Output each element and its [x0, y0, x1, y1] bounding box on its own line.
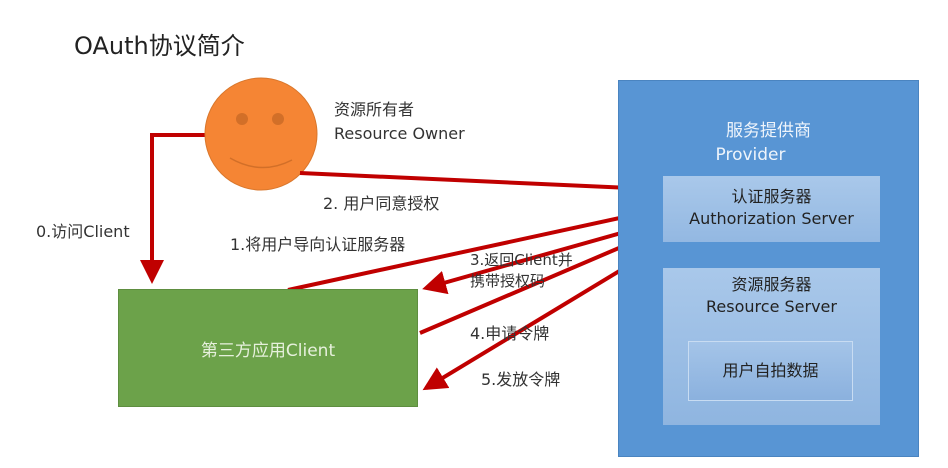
resource-owner-label: 资源所有者 Resource Owner — [334, 98, 465, 146]
step-4-label: 4.申请令牌 — [470, 324, 550, 343]
user-data-box: 用户自拍数据 — [688, 341, 853, 401]
resource-server-box: 资源服务器 Resource Server 用户自拍数据 — [663, 268, 880, 425]
auth-server-label-en: Authorization Server — [689, 209, 854, 228]
provider-label-cn: 服务提供商 — [726, 121, 811, 141]
provider-title: 服务提供商 Provider — [619, 119, 918, 167]
step-3-label-line1: 3.返回Client并 — [470, 251, 573, 269]
step-0-label: 0.访问Client — [36, 222, 130, 241]
arrow-step-1 — [287, 203, 656, 292]
step-5-label: 5.发放令牌 — [481, 370, 561, 389]
client-label: 第三方应用Client — [200, 340, 336, 361]
arrow-step-2 — [299, 171, 656, 201]
client-box: 第三方应用Client — [118, 289, 418, 407]
auth-server-box: 认证服务器 Authorization Server — [663, 176, 880, 242]
auth-server-label-cn: 认证服务器 — [731, 187, 812, 206]
resource-server-label-en: Resource Server — [706, 297, 837, 316]
provider-label-en: Provider — [715, 145, 786, 165]
step-3-label: 3.返回Client并 携带授权码 — [470, 250, 573, 292]
arrow-step-4 — [419, 229, 658, 335]
smiley-face-icon — [204, 77, 318, 191]
arrow-step-0 — [140, 133, 206, 284]
user-data-label: 用户自拍数据 — [722, 361, 819, 380]
step-2-label: 2. 用户同意授权 — [323, 194, 440, 213]
step-3-label-line2: 携带授权码 — [470, 272, 546, 290]
page-title: OAuth协议简介 — [74, 32, 245, 60]
provider-box: 服务提供商 Provider 认证服务器 Authorization Serve… — [618, 80, 919, 457]
resource-owner-label-en: Resource Owner — [334, 124, 465, 143]
resource-server-label-cn: 资源服务器 — [731, 275, 812, 294]
resource-owner-label-cn: 资源所有者 — [334, 100, 415, 119]
step-1-label: 1.将用户导向认证服务器 — [230, 235, 406, 254]
